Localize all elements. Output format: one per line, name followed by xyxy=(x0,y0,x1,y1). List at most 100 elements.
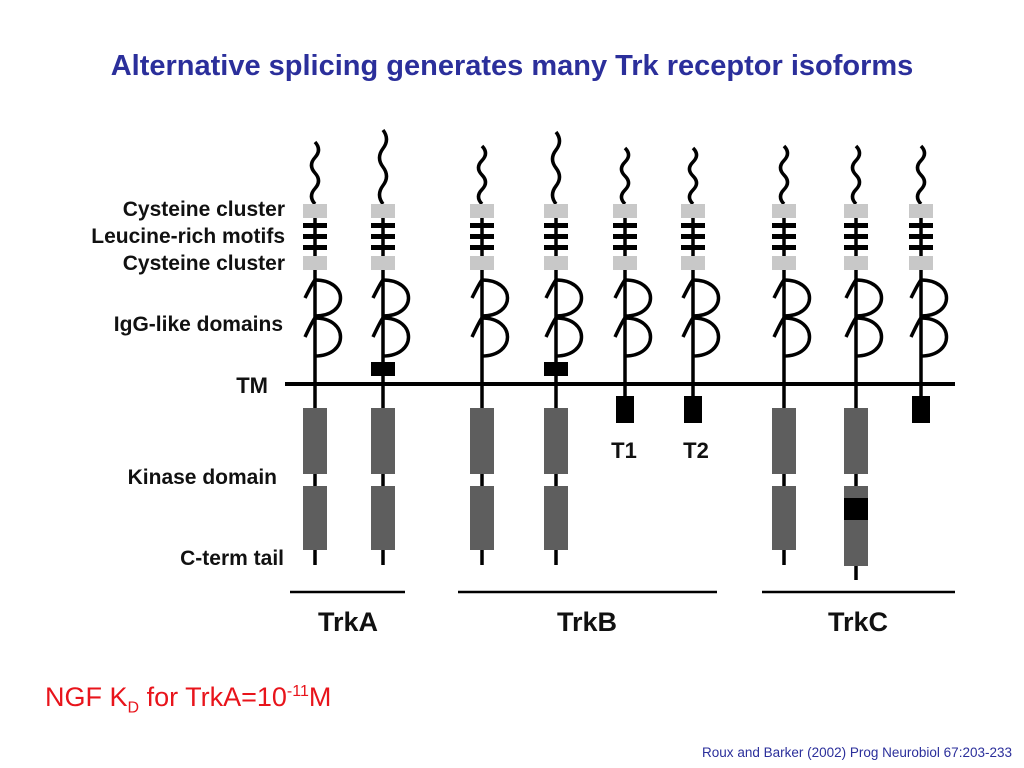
wavy-tail xyxy=(619,146,631,206)
wavy-tail xyxy=(476,144,488,206)
igg-like-domain xyxy=(303,278,343,318)
ngf-kd-note: NGF KD for TrkA=10-11M xyxy=(45,682,331,717)
label-t1: T1 xyxy=(611,438,637,463)
receptor-trka-1 xyxy=(303,140,343,565)
cysteine-cluster-top xyxy=(613,204,637,218)
truncated-tail xyxy=(912,396,930,423)
leucine-rich-motif xyxy=(470,245,494,250)
leucine-rich-motif xyxy=(371,245,395,250)
cysteine-cluster-bottom xyxy=(909,256,933,270)
leucine-rich-motif xyxy=(371,234,395,239)
kd-subscript: D xyxy=(127,699,140,717)
kinase-domain-lower xyxy=(544,486,568,550)
cysteine-cluster-bottom xyxy=(544,256,568,270)
kinase-domain-upper xyxy=(544,408,568,474)
wavy-tail xyxy=(377,128,389,206)
kinase-domain-lower xyxy=(470,486,494,550)
group-label-trkb: TrkB xyxy=(557,607,617,637)
igg-like-domain xyxy=(909,278,949,318)
leucine-rich-motif xyxy=(844,245,868,250)
leucine-rich-motif xyxy=(613,234,637,239)
receptor-trkb-1 xyxy=(470,144,510,565)
kinase-domain-upper xyxy=(844,408,868,474)
cysteine-cluster-top xyxy=(772,204,796,218)
receptor-trka-2 xyxy=(371,128,411,565)
leucine-rich-motif xyxy=(844,234,868,239)
receptor-trkb-t1 xyxy=(613,146,653,423)
leucine-rich-motif xyxy=(681,234,705,239)
label-kinase-domain: Kinase domain xyxy=(128,466,277,489)
receptor-trkc-3 xyxy=(909,144,949,423)
igg-like-domain xyxy=(371,278,411,318)
juxtamembrane-insert xyxy=(371,362,395,376)
slide-title: Alternative splicing generates many Trk … xyxy=(110,50,914,82)
kinase-domain-upper xyxy=(303,408,327,474)
cysteine-cluster-bottom xyxy=(371,256,395,270)
label-cysteine-cluster-top: Cysteine cluster xyxy=(123,198,285,221)
cysteine-cluster-top xyxy=(371,204,395,218)
label-c-term-tail: C-term tail xyxy=(180,547,284,570)
igg-like-domain xyxy=(613,278,653,318)
wavy-tail xyxy=(850,144,862,206)
label-cysteine-cluster-bottom: Cysteine cluster xyxy=(123,252,285,275)
truncated-tail xyxy=(616,396,634,423)
leucine-rich-motif xyxy=(681,223,705,228)
cysteine-cluster-top xyxy=(544,204,568,218)
cysteine-cluster-top xyxy=(470,204,494,218)
leucine-rich-motif xyxy=(613,223,637,228)
receptor-trkb-2 xyxy=(544,130,584,565)
kd-suffix: M xyxy=(308,682,332,712)
label-leucine-rich-motifs: Leucine-rich motifs xyxy=(91,225,285,248)
receptor-trkc-2 xyxy=(844,144,884,580)
leucine-rich-motif xyxy=(681,245,705,250)
label-igg-like-domains: IgG-like domains xyxy=(114,313,283,336)
igg-like-domain xyxy=(303,316,343,358)
igg-like-domain xyxy=(909,316,949,358)
leucine-rich-motif xyxy=(772,223,796,228)
igg-like-domain xyxy=(681,316,721,358)
receptor-trkc-1 xyxy=(772,144,812,565)
leucine-rich-motif xyxy=(613,245,637,250)
cysteine-cluster-top xyxy=(681,204,705,218)
igg-like-domain xyxy=(681,278,721,318)
leucine-rich-motif xyxy=(772,245,796,250)
cysteine-cluster-bottom xyxy=(844,256,868,270)
kd-prefix: NGF K xyxy=(45,682,128,712)
leucine-rich-motif xyxy=(909,234,933,239)
leucine-rich-motif xyxy=(303,245,327,250)
leucine-rich-motif xyxy=(303,223,327,228)
leucine-rich-motif xyxy=(470,234,494,239)
citation: Roux and Barker (2002) Prog Neurobiol 67… xyxy=(702,745,1012,760)
igg-like-domain xyxy=(544,278,584,318)
kd-superscript: -11 xyxy=(286,683,309,700)
kd-middle: for TrkA=10 xyxy=(139,682,287,712)
label-t2: T2 xyxy=(683,438,709,463)
leucine-rich-motif xyxy=(844,223,868,228)
receptor-trkb-t2 xyxy=(681,146,721,423)
wavy-tail xyxy=(778,144,790,206)
label-tm: TM xyxy=(236,373,268,398)
cysteine-cluster-bottom xyxy=(613,256,637,270)
kinase-domain-upper xyxy=(371,408,395,474)
igg-like-domain xyxy=(772,316,812,358)
group-label-trkc: TrkC xyxy=(828,607,888,637)
igg-like-domain xyxy=(613,316,653,358)
truncated-tail xyxy=(684,396,702,423)
cysteine-cluster-top xyxy=(909,204,933,218)
leucine-rich-motif xyxy=(772,234,796,239)
cysteine-cluster-top xyxy=(303,204,327,218)
igg-like-domain xyxy=(772,278,812,318)
leucine-rich-motif xyxy=(303,234,327,239)
kinase-domain-upper xyxy=(772,408,796,474)
leucine-rich-motif xyxy=(909,245,933,250)
kinase-domain-lower xyxy=(772,486,796,550)
receptor-isoforms xyxy=(303,128,949,580)
leucine-rich-motif xyxy=(544,245,568,250)
kinase-insert xyxy=(844,498,868,520)
igg-like-domain xyxy=(544,316,584,358)
cysteine-cluster-bottom xyxy=(470,256,494,270)
wavy-tail xyxy=(550,130,562,206)
leucine-rich-motif xyxy=(470,223,494,228)
igg-like-domain xyxy=(371,316,411,358)
